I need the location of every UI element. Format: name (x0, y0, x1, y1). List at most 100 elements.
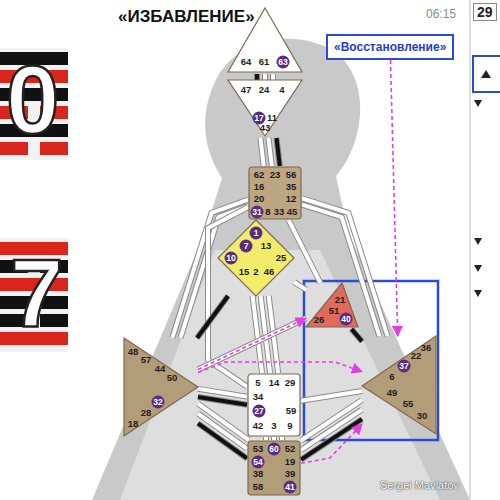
gate-number: 40 (340, 313, 353, 326)
root-center: 536052541938395841 (247, 440, 301, 496)
body-silhouette (92, 39, 470, 500)
gate-number: 36 (421, 343, 432, 353)
annotation-arrow (301, 424, 362, 463)
annotation-arrow (391, 60, 398, 336)
gate-number: 23 (270, 170, 281, 180)
gate-number: 1 (250, 227, 263, 240)
gate-number: 3 (271, 421, 276, 431)
gate-number: 10 (225, 252, 238, 265)
channel-line (260, 138, 263, 166)
day-number: 29 (473, 3, 497, 21)
gate-number: 29 (285, 378, 296, 388)
gate-number: 22 (411, 351, 422, 361)
body-shade (120, 250, 440, 500)
gate-number: 43 (260, 123, 271, 133)
hexagram-number: 0 (6, 52, 59, 148)
channel-line (282, 437, 283, 440)
channel-line (265, 74, 266, 80)
channel-line (266, 437, 267, 440)
gate-number: 49 (387, 388, 398, 398)
side-panel (470, 0, 500, 500)
ajna-center: 47244171143 (228, 80, 302, 138)
gate-number: 20 (254, 194, 265, 204)
gate-number: 6 (389, 372, 394, 382)
gate-number: 37 (398, 360, 411, 373)
sacral-center: 514293427594239 (247, 373, 301, 437)
gate-number: 9 (287, 421, 292, 431)
throat-center: 62 23 56 16 35 20 12 318 3345 (248, 166, 302, 220)
gate-number: 48 (128, 347, 139, 357)
gate-number: 41 (284, 481, 297, 494)
gate-number: 11 (267, 113, 277, 123)
gate-number: 16 (254, 182, 265, 192)
callout-text: «Восстановление» (334, 40, 446, 54)
channel-line (301, 410, 362, 451)
channel-line (277, 138, 280, 166)
gate-number: 39 (285, 469, 296, 479)
gate-number: 51 (329, 306, 340, 316)
gate-number: 14 (269, 378, 280, 388)
channel-line (352, 329, 362, 341)
watermark: Sergei Mavlatov (380, 480, 459, 491)
gate-number: 5 (255, 378, 260, 388)
channel-line (198, 404, 249, 440)
gate-number: 4 (279, 85, 284, 95)
gate-number: 19 (285, 457, 296, 467)
gate-number: 13 (261, 241, 272, 251)
gate-number: 7 (240, 240, 253, 253)
gate-number: 55 (403, 399, 414, 409)
channel-line (268, 138, 271, 166)
gate-number: 58 (253, 482, 264, 492)
gate-number: 35 (286, 182, 297, 192)
gate-number: 47 (241, 85, 252, 95)
gate-number: 2 (253, 267, 258, 277)
channel-line (274, 437, 275, 440)
time-label: 06:15 (426, 8, 456, 20)
gate-number: 53 (253, 444, 264, 454)
channel-line (301, 400, 362, 441)
gate-number: 30 (417, 411, 428, 421)
hexagram-image-bottom (0, 238, 68, 352)
gate-number: 26 (314, 315, 325, 325)
gate-number: 12 (286, 194, 297, 204)
solar-plexus-center: 362237 6 49 5530 (362, 336, 436, 434)
channel-line (198, 389, 247, 397)
hexagram-number: 7 (10, 246, 63, 342)
channel-line (257, 74, 258, 80)
gate-number: 45 (287, 207, 298, 217)
gate-number: 63 (277, 56, 290, 69)
g-center: 17 13 10 25 152 46 (218, 220, 294, 296)
gate-number: 32 (152, 396, 165, 409)
gate-number: 61 (259, 57, 270, 67)
gate-number: 50 (167, 373, 178, 383)
gate-number: 15 (239, 267, 250, 277)
head-center: 64 61 63 (228, 8, 302, 74)
gate-number: 62 (254, 170, 265, 180)
gate-number: 54 (252, 456, 265, 469)
gate-number: 21 (335, 295, 346, 305)
gate-number: 42 (253, 421, 264, 431)
gate-number: 46 (264, 267, 275, 277)
gate-number: 18 (128, 419, 139, 429)
gate-number: 33 (274, 207, 285, 217)
gate-number: 64 (241, 57, 252, 67)
gate-number: 60 (268, 443, 281, 456)
annotation-arrow (198, 362, 362, 373)
heart-center: 2151 26 40 (306, 283, 358, 329)
gate-number: 28 (141, 408, 152, 418)
channel-line (197, 296, 228, 338)
hexagram-image-top (0, 48, 68, 160)
channel-line (294, 282, 306, 290)
gate-number: 57 (141, 355, 152, 365)
diagram-title: «ИЗБАВЛЕНИЕ» (118, 8, 255, 25)
gate-number: 59 (286, 406, 297, 416)
gate-number: 31 (251, 206, 264, 219)
channel-line (273, 74, 274, 80)
spleen-center: 48574450 322818 (124, 338, 198, 436)
gate-number: 44 (155, 364, 166, 374)
channel-line (289, 220, 321, 283)
gate-number: 27 (253, 405, 266, 418)
gate-number: 25 (276, 253, 287, 263)
gate-number: 56 (286, 170, 297, 180)
gate-number: 8 (265, 207, 270, 217)
